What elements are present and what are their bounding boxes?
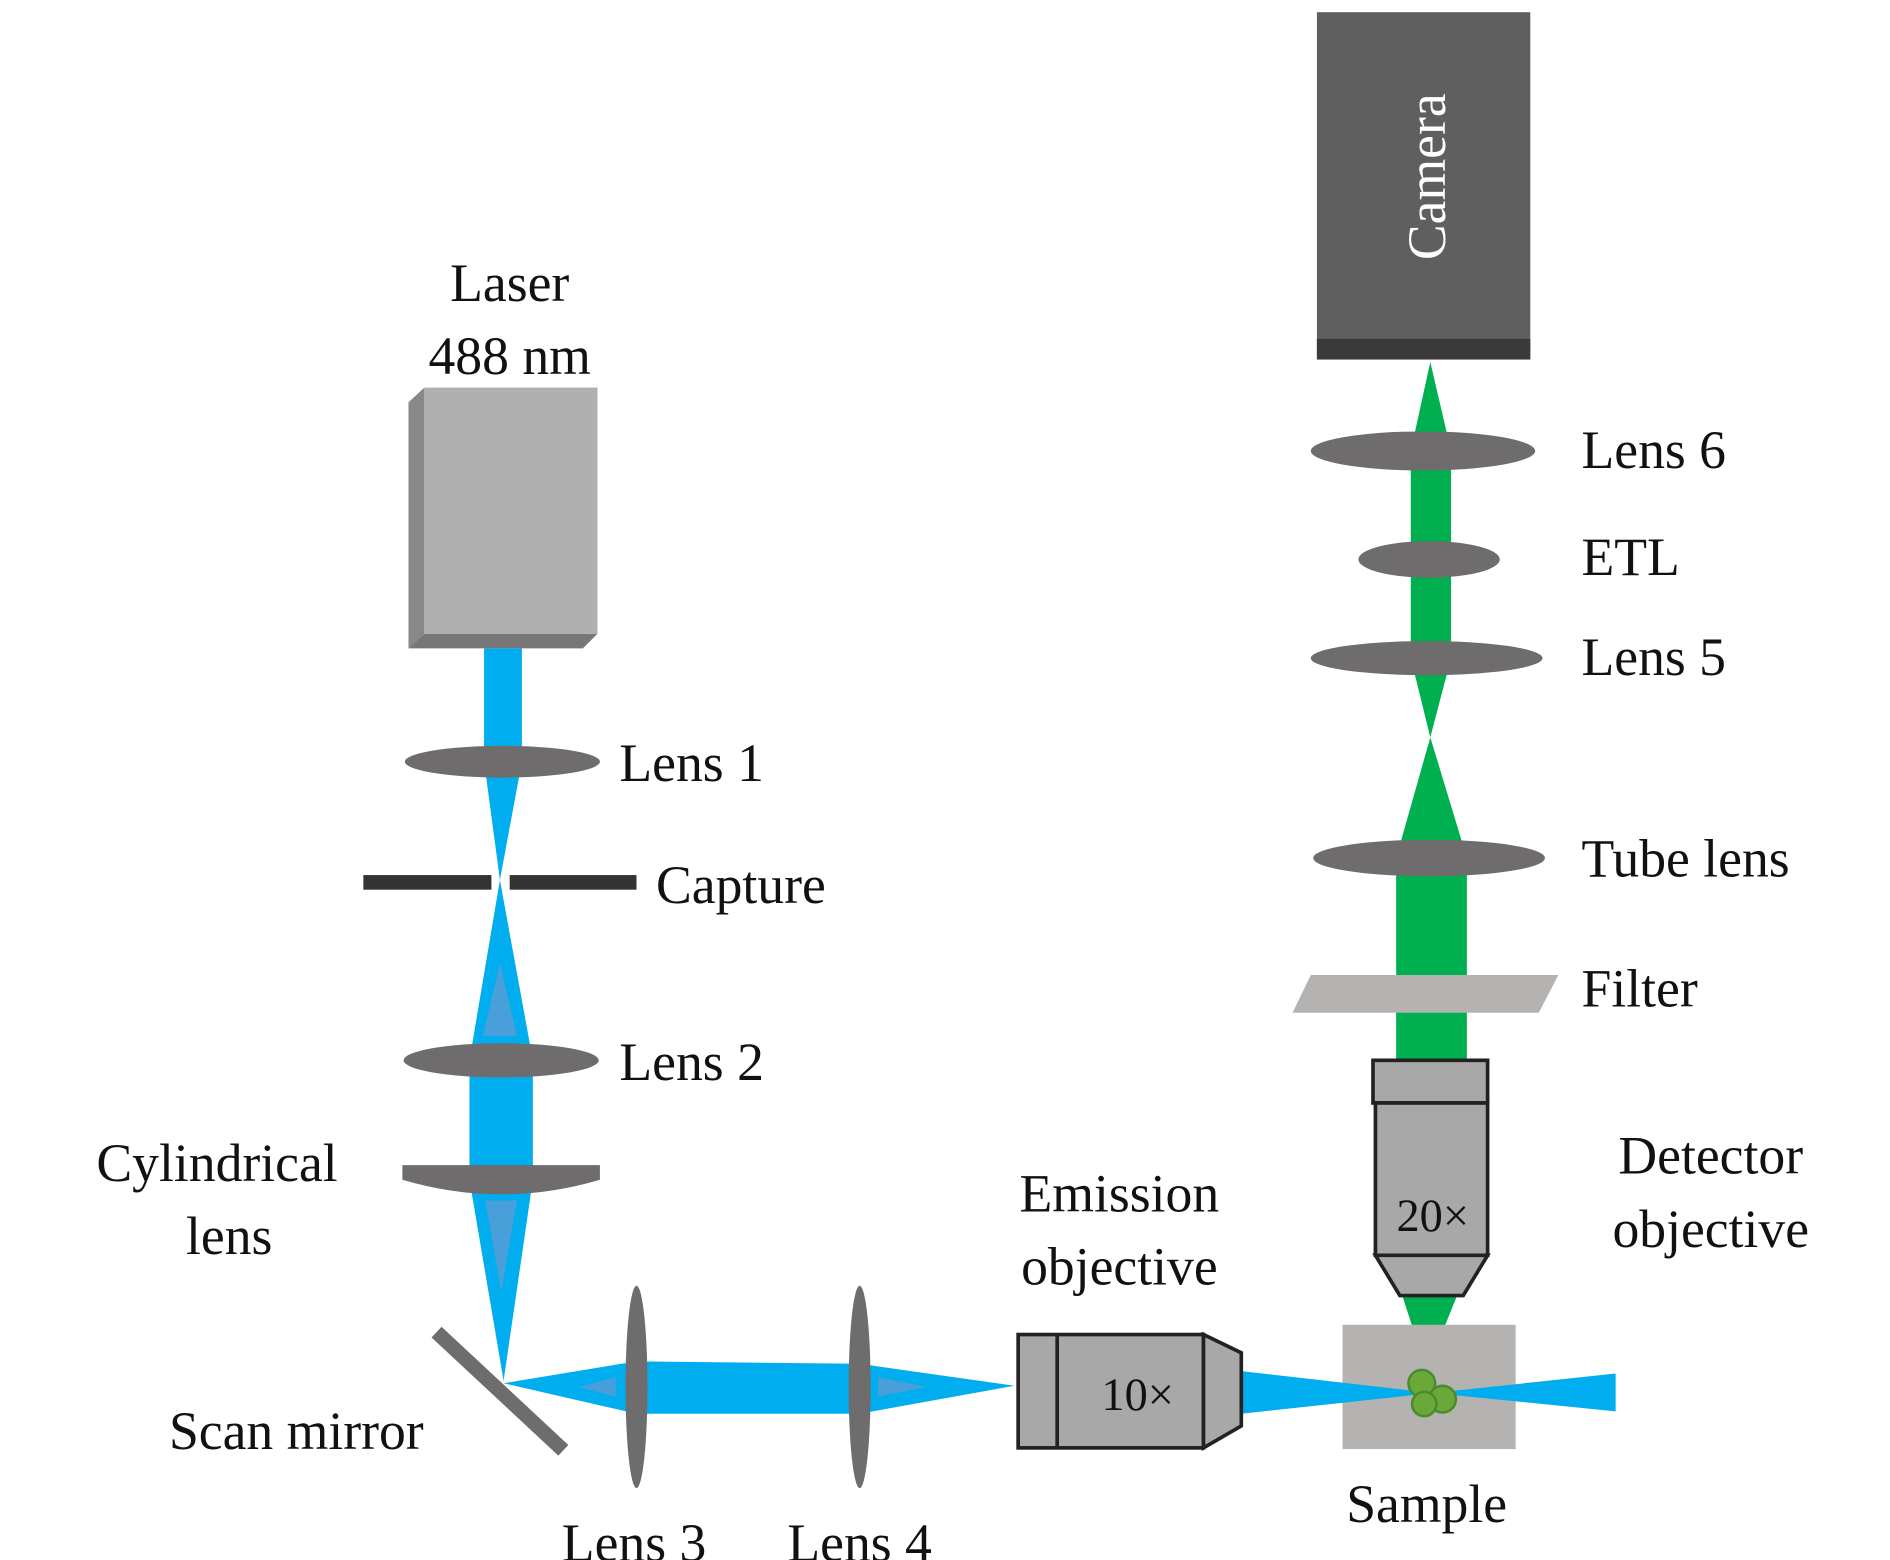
detector-objective-label-1: Detector (1618, 1126, 1803, 1186)
capture-label: Capture (656, 855, 826, 915)
scan-mirror (431, 1326, 569, 1456)
emission-objective (1016, 1331, 1244, 1452)
lens-6-label: Lens 6 (1582, 420, 1727, 480)
emission-objective-label-2: objective (1021, 1237, 1218, 1297)
scan-mirror-label: Scan mirror (169, 1401, 424, 1461)
lens-3-label: Lens 3 (562, 1513, 707, 1560)
tube-lens (1313, 839, 1545, 877)
laser (408, 387, 598, 649)
light-sheet-beam (1241, 1371, 1616, 1414)
tube-lens-label: Tube lens (1582, 828, 1790, 888)
beam-shading (482, 962, 927, 1397)
lens-2 (403, 1043, 599, 1078)
detector-objective-label-2: objective (1612, 1199, 1809, 1259)
lens-1 (404, 745, 600, 778)
lens-6 (1310, 431, 1536, 471)
sample-label: Sample (1346, 1474, 1507, 1534)
filter (1292, 975, 1559, 1013)
wavelength-label: 488 nm (428, 326, 590, 386)
cylindrical-lens-label-1: Cylindrical (96, 1133, 337, 1193)
lens-1-label: Lens 1 (619, 733, 764, 793)
detector-magnification: 20× (1397, 1191, 1469, 1242)
cylindrical-lens (402, 1165, 600, 1195)
filter-label: Filter (1582, 959, 1698, 1019)
emission-objective-label-1: Emission (1020, 1163, 1220, 1223)
etl-lens (1358, 541, 1500, 578)
lens-5-label: Lens 5 (1582, 627, 1727, 687)
emission-magnification: 10× (1101, 1370, 1173, 1421)
lens-2-label: Lens 2 (619, 1032, 764, 1092)
sample-cells (1407, 1368, 1458, 1418)
detector-objective (1371, 1058, 1491, 1298)
camera: Camera (1316, 12, 1531, 360)
camera-label: Camera (1397, 93, 1457, 260)
lens-4-label: Lens 4 (787, 1513, 932, 1560)
lens-4 (848, 1285, 871, 1489)
cylindrical-lens-label-2: lens (186, 1206, 272, 1266)
laser-label: Laser (450, 253, 569, 313)
lens-5 (1310, 641, 1543, 676)
etl-label: ETL (1582, 527, 1680, 587)
lens-3 (625, 1285, 648, 1489)
capture-slit (363, 875, 637, 890)
